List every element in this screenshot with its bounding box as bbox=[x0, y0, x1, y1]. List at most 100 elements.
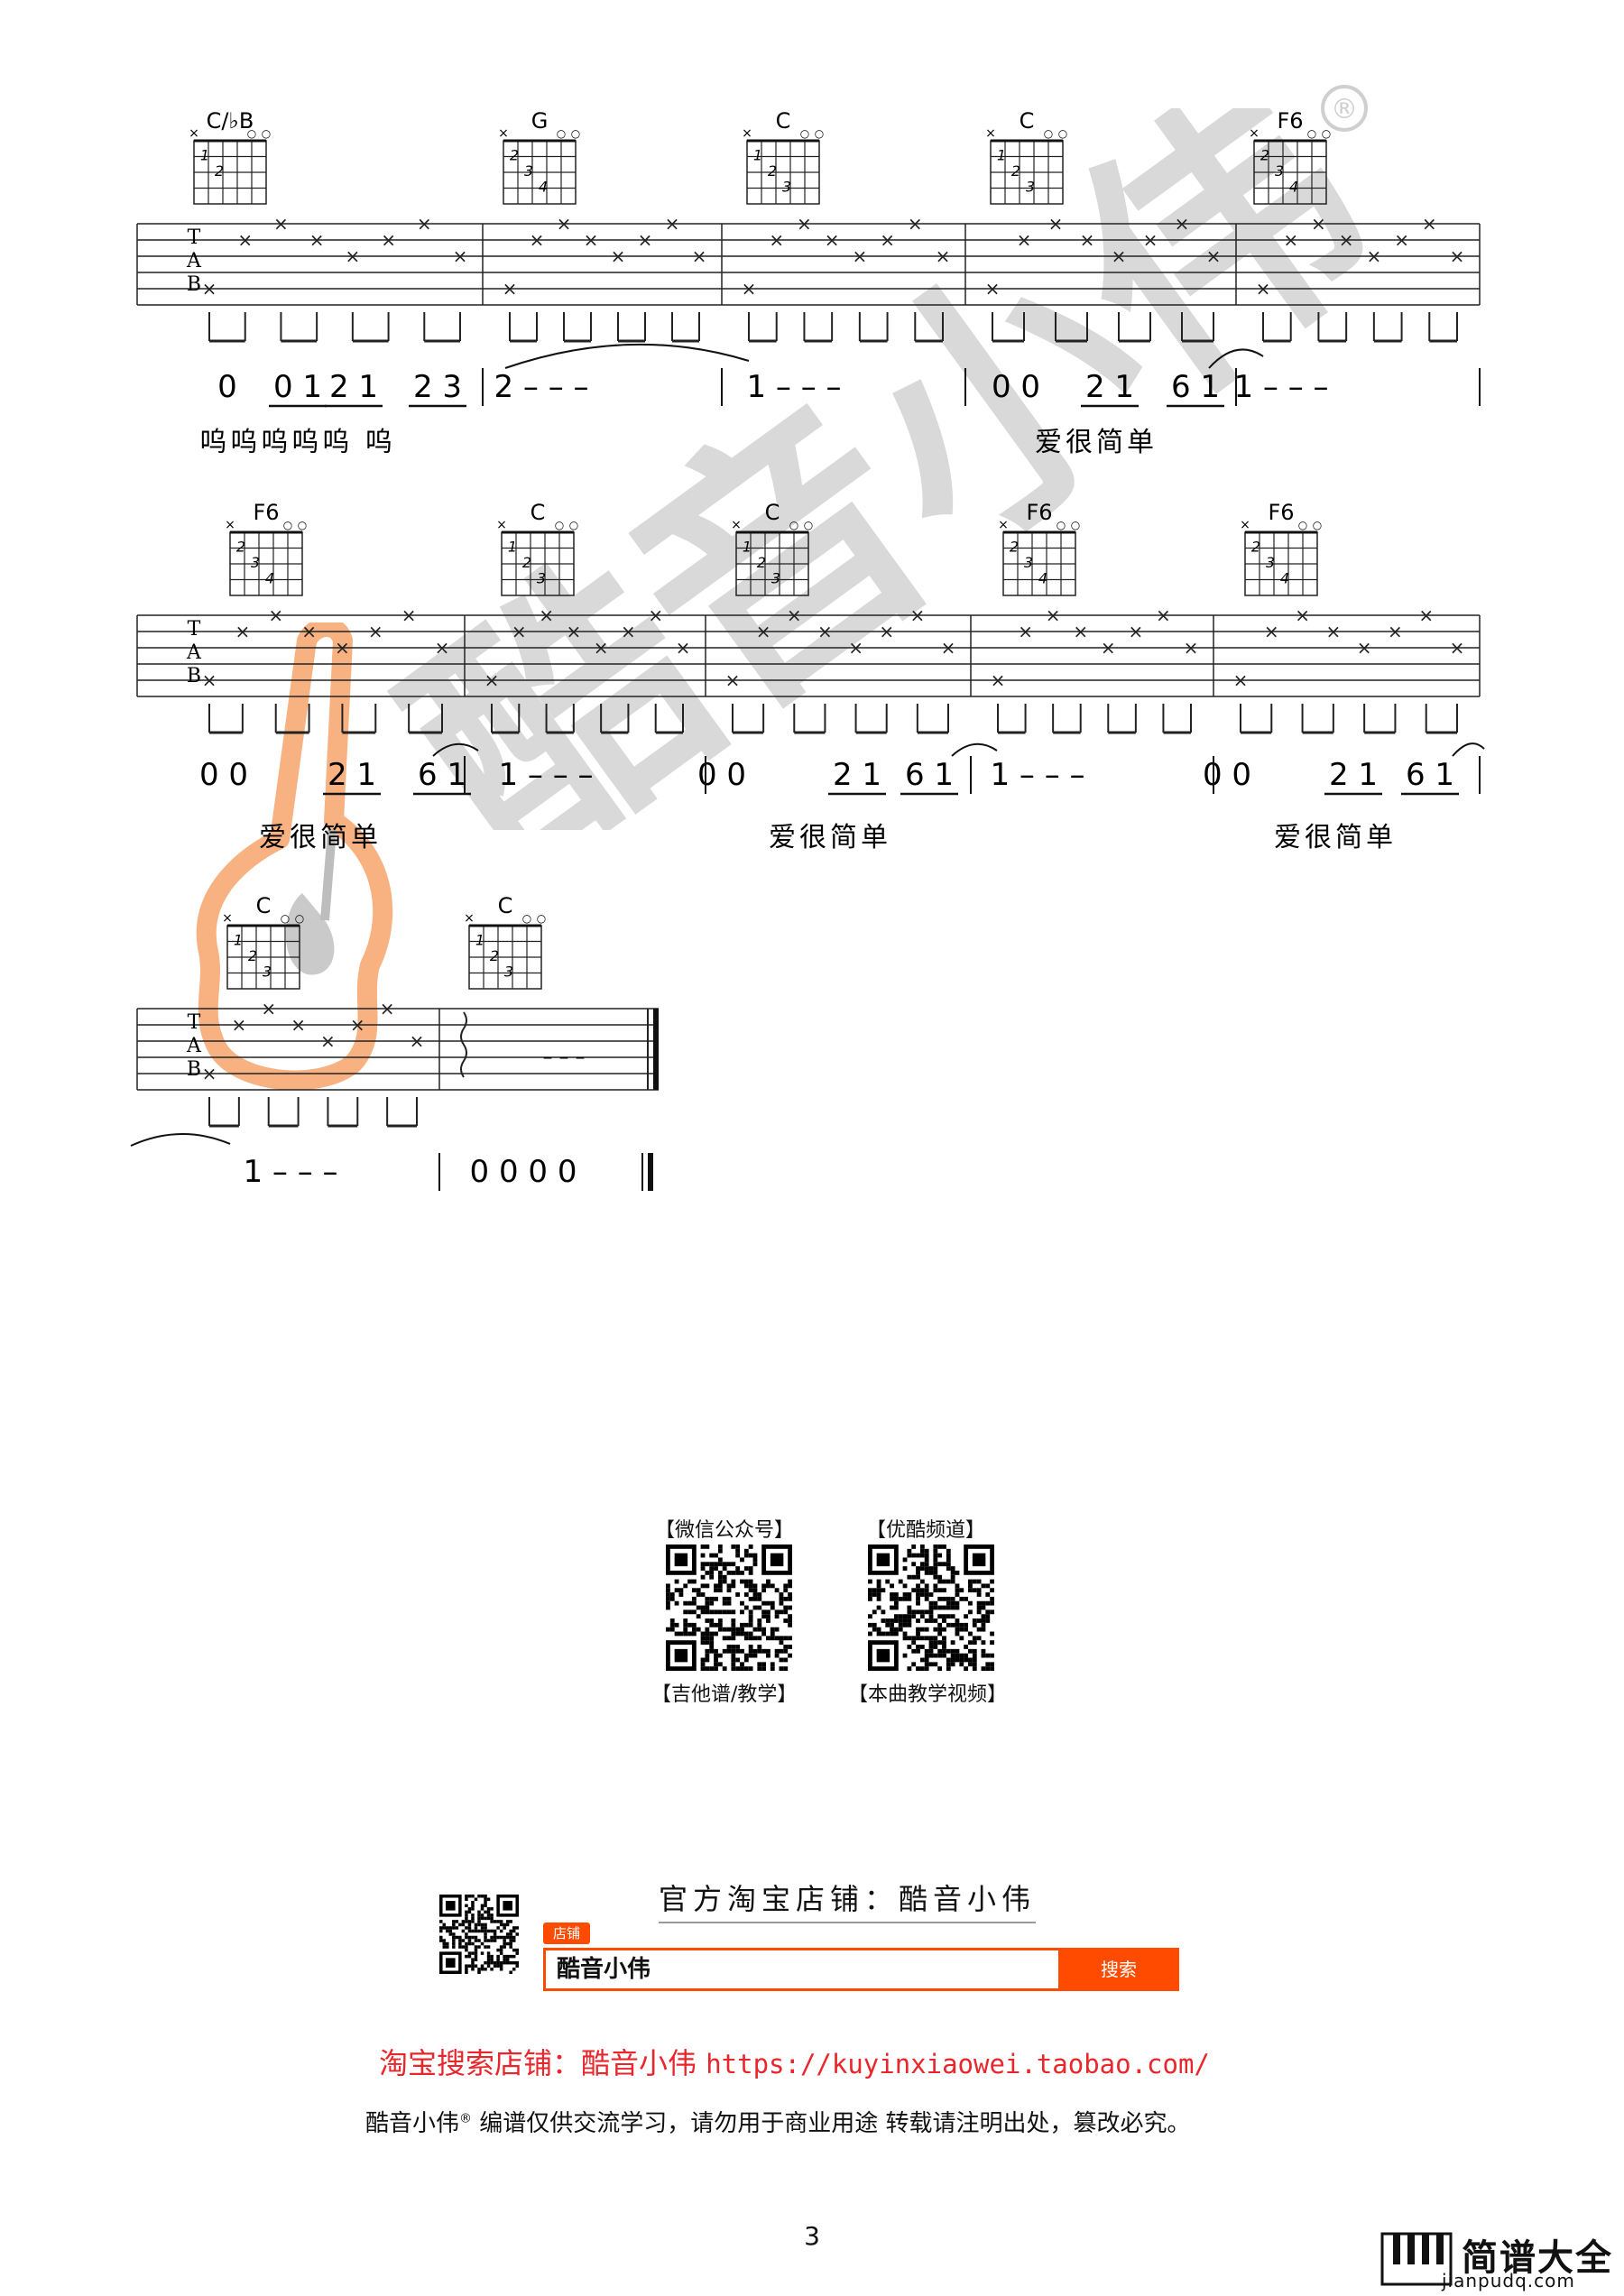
qr-module bbox=[919, 1588, 925, 1593]
qr-module bbox=[976, 1609, 982, 1615]
tab-note-x: × bbox=[1422, 213, 1437, 235]
chord-finger-number: 2 bbox=[215, 162, 224, 180]
qr-module bbox=[484, 1916, 487, 1921]
qr-module bbox=[761, 1583, 767, 1589]
qr-module bbox=[740, 1579, 744, 1584]
chord-muted-string-icon: × bbox=[731, 518, 742, 532]
qr-module bbox=[902, 1622, 908, 1627]
qr-module bbox=[499, 1964, 503, 1968]
qr-module bbox=[916, 1618, 920, 1623]
qr-module bbox=[902, 1592, 908, 1597]
qr-module bbox=[893, 1614, 899, 1619]
qr-module bbox=[731, 1562, 736, 1567]
qr-module bbox=[748, 1570, 753, 1575]
qr-finder bbox=[770, 1553, 784, 1567]
qr-module bbox=[783, 1636, 789, 1641]
qr-module bbox=[480, 1941, 484, 1946]
qr-module bbox=[499, 1951, 503, 1955]
qr-module bbox=[709, 1600, 715, 1606]
youku-qr-code[interactable] bbox=[868, 1544, 994, 1671]
wechat-qr-code[interactable] bbox=[666, 1544, 792, 1671]
qr-module bbox=[467, 1926, 472, 1930]
qr-module bbox=[743, 1666, 749, 1671]
qr-module bbox=[474, 1954, 478, 1959]
tab-note-x: × bbox=[1357, 637, 1372, 659]
qr-module bbox=[499, 1967, 503, 1971]
qr-module bbox=[465, 1935, 468, 1940]
qr-module bbox=[458, 1939, 462, 1942]
qr-module bbox=[890, 1583, 894, 1589]
shop-qr-code[interactable] bbox=[439, 1895, 519, 1974]
qr-module bbox=[955, 1588, 960, 1593]
tab-clef-letter: T bbox=[188, 226, 201, 249]
qr-module bbox=[893, 1627, 899, 1632]
qr-module bbox=[770, 1583, 775, 1589]
qr-module bbox=[928, 1614, 934, 1619]
site-logo[interactable]: 简谱大全 jianpudq.com bbox=[1380, 2228, 1617, 2291]
qr-module bbox=[722, 1574, 727, 1580]
qr-module bbox=[752, 1553, 758, 1558]
qr-module bbox=[477, 1923, 481, 1927]
qr-module bbox=[950, 1648, 955, 1654]
qr-module bbox=[911, 1648, 917, 1654]
tab-note-x: × bbox=[594, 637, 609, 659]
qr-module bbox=[788, 1583, 792, 1589]
chord-name: F6 bbox=[1026, 500, 1052, 525]
copyright-registered-mark: ® bbox=[459, 2111, 473, 2126]
taobao-shop-link[interactable]: https://kuyinxiaowei.taobao.com/ bbox=[706, 2049, 1210, 2079]
qr-module bbox=[442, 1939, 447, 1942]
tab-note-x: × bbox=[202, 669, 217, 691]
qr-module bbox=[902, 1566, 908, 1571]
qr-module bbox=[950, 1579, 955, 1584]
qr-module bbox=[933, 1627, 938, 1632]
qr-module bbox=[714, 1666, 718, 1671]
qr-module bbox=[876, 1583, 881, 1589]
qr-module bbox=[465, 1964, 468, 1968]
qr-module bbox=[928, 1618, 934, 1623]
qr-module bbox=[455, 1926, 459, 1930]
tab-clef-letter: T bbox=[188, 618, 201, 641]
qr-module bbox=[477, 1895, 481, 1898]
qr-module bbox=[731, 1657, 736, 1663]
qr-finder bbox=[876, 1648, 890, 1663]
tab-clef-letter: B bbox=[187, 665, 201, 687]
qr-module bbox=[916, 1570, 920, 1575]
qr-module bbox=[937, 1666, 943, 1671]
shop-search-button[interactable]: 搜索 bbox=[1058, 1948, 1179, 1991]
qr-module bbox=[933, 1636, 938, 1641]
qr-module bbox=[446, 1929, 449, 1933]
qr-module bbox=[490, 1920, 494, 1923]
qr-module bbox=[486, 1897, 491, 1902]
site-name: 简谱大全 bbox=[1462, 2237, 1613, 2279]
qr-module bbox=[700, 1562, 706, 1567]
qr-module bbox=[774, 1636, 780, 1641]
wechat-qr-bottom-label: 【吉他谱/教学】 bbox=[651, 1683, 798, 1706]
chord-finger-number: 3 bbox=[251, 554, 260, 571]
notation-group: 6 1 bbox=[1406, 757, 1454, 793]
qr-module bbox=[467, 1939, 472, 1942]
qr-module bbox=[722, 1636, 727, 1641]
qr-module bbox=[968, 1657, 973, 1663]
qr-module bbox=[752, 1562, 758, 1567]
qr-module bbox=[968, 1588, 973, 1593]
qr-module bbox=[911, 1636, 917, 1641]
chord-name: C bbox=[498, 893, 513, 918]
taobao-search-label: 淘宝搜索店铺：酷音小伟 bbox=[379, 2046, 697, 2080]
tab-note-x: × bbox=[1256, 278, 1271, 300]
qr-module bbox=[924, 1583, 929, 1589]
tab-note-x: × bbox=[512, 621, 527, 642]
notation-group: 1 – – – bbox=[1233, 369, 1328, 405]
qr-module bbox=[946, 1614, 951, 1619]
qr-module bbox=[490, 1916, 494, 1921]
qr-module bbox=[911, 1640, 917, 1646]
qr-module bbox=[471, 1929, 475, 1933]
chord-muted-string-icon: × bbox=[1240, 518, 1250, 532]
chord-finger-number: 1 bbox=[508, 539, 517, 556]
qr-module bbox=[722, 1566, 727, 1571]
chord-finger-number: 3 bbox=[1266, 554, 1275, 571]
shop-search-input[interactable]: 酷音小伟 bbox=[543, 1948, 1070, 1991]
qr-module bbox=[509, 1960, 512, 1965]
qr-module bbox=[471, 1901, 475, 1904]
qr-module bbox=[748, 1666, 753, 1671]
qr-module bbox=[761, 1600, 767, 1606]
